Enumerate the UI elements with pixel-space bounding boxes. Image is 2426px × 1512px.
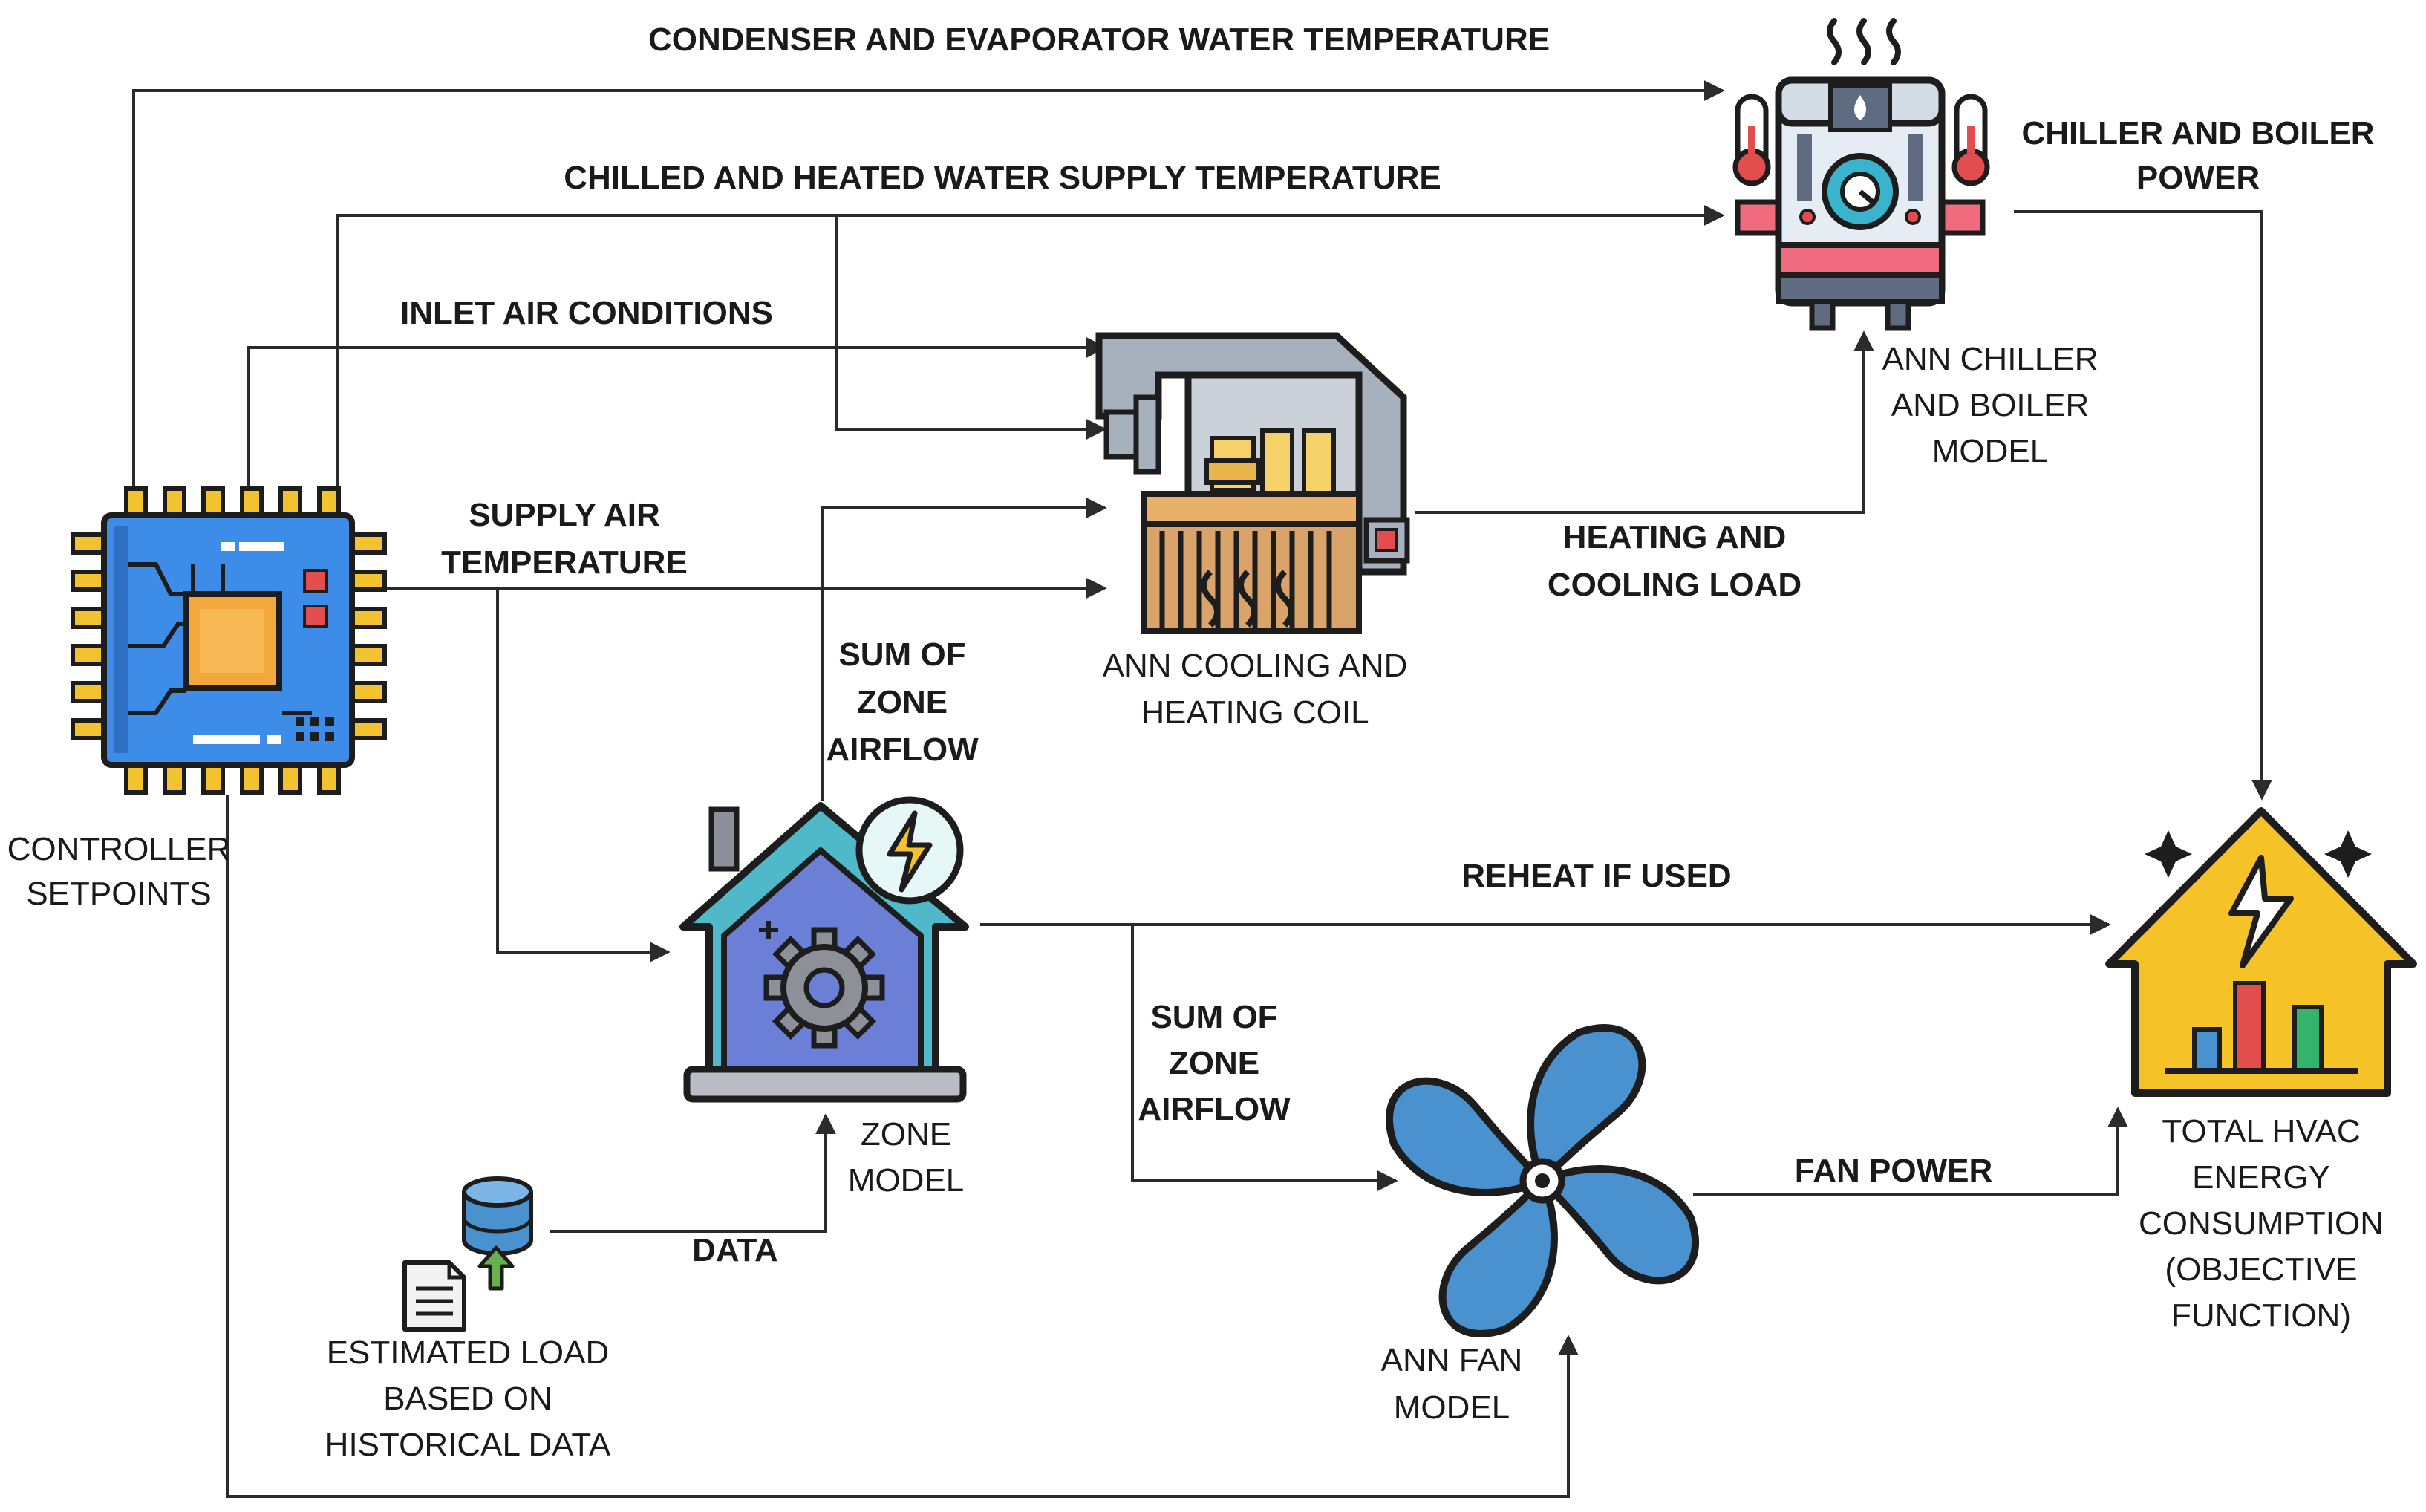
gear-icon	[763, 927, 885, 1049]
cooling-heating-coil-icon	[1095, 332, 1410, 634]
edge-chilled-to-coil	[835, 215, 1107, 440]
connectors	[132, 80, 2272, 1498]
estimated-label-line3: HISTORICAL DATA	[325, 1427, 611, 1463]
zone-label-line1: ZONE	[860, 1116, 952, 1153]
total-label-line3: CONSUMPTION	[2139, 1205, 2384, 1242]
edge-sum-zone-airflow-to-coil	[821, 498, 1107, 801]
label-supply-air-line2: TEMPERATURE	[441, 544, 688, 581]
estimated-label-line2: BASED ON	[383, 1381, 552, 1417]
label-supply-air-line1: SUPPLY AIR	[469, 497, 660, 533]
edge-inlet-air	[247, 337, 1107, 490]
edge-chiller-boiler-power	[2014, 210, 2272, 801]
chiller-label-line3: MODEL	[1931, 433, 2049, 469]
fan-label-line1: ANN FAN	[1380, 1342, 1523, 1378]
energy-house-icon	[2105, 807, 2417, 1097]
chiller-label-line2: AND BOILER	[1891, 387, 2090, 423]
label-sum-zone-a-line3: AIRFLOW	[826, 731, 979, 768]
label-reheat: REHEAT IF USED	[1461, 858, 1732, 894]
boiler-icon	[1732, 18, 1990, 331]
zone-label-line2: MODEL	[847, 1162, 965, 1199]
label-chiller-boiler-power-line2: POWER	[2136, 160, 2260, 196]
label-chilled-heated-supply: CHILLED AND HEATED WATER SUPPLY TEMPERAT…	[564, 160, 1441, 196]
coil-label-line2: HEATING COIL	[1141, 694, 1369, 731]
label-sum-zone-b-line3: AIRFLOW	[1138, 1091, 1291, 1127]
edge-chilled-heated-supply	[336, 205, 1725, 490]
label-inlet-air: INLET AIR CONDITIONS	[400, 295, 773, 331]
label-chiller-boiler-power-line1: CHILLER AND BOILER	[2021, 115, 2375, 151]
label-data: DATA	[692, 1232, 778, 1268]
total-label-line5: FUNCTION)	[2171, 1297, 2351, 1334]
total-label-line1: TOTAL HVAC	[2162, 1113, 2361, 1150]
document-icon	[402, 1260, 466, 1332]
total-label-line2: ENERGY	[2192, 1159, 2330, 1196]
label-sum-zone-a-line1: SUM OF	[838, 636, 966, 673]
fan-label-line2: MODEL	[1393, 1389, 1510, 1426]
label-sum-zone-a-line2: ZONE	[856, 684, 948, 720]
label-fan-power: FAN POWER	[1794, 1153, 1993, 1189]
chiller-label-line1: ANN CHILLER	[1882, 341, 2099, 377]
label-sum-zone-b-line2: ZONE	[1168, 1045, 1260, 1081]
edge-sum-zone-airflow-to-fan	[1131, 925, 1398, 1191]
edge-heating-cooling-load	[1415, 330, 1874, 514]
total-label-line4: (OBJECTIVE	[2165, 1251, 2358, 1288]
label-heating-cooling-line1: HEATING AND	[1562, 519, 1787, 555]
database-icon	[462, 1176, 533, 1291]
estimated-label-line1: ESTIMATED LOAD	[326, 1335, 610, 1371]
smart-house-icon	[679, 796, 969, 1103]
controller-label-line1: CONTROLLER	[7, 831, 231, 867]
edge-supply-air-to-zone	[496, 588, 671, 962]
label-heating-cooling-line2: COOLING LOAD	[1547, 567, 1802, 603]
controller-label-line2: SETPOINTS	[26, 876, 212, 912]
coil-label-line1: ANN COOLING AND	[1102, 648, 1408, 684]
edge-condenser-evaporator	[132, 80, 1725, 490]
fan-icon	[1386, 1024, 1699, 1337]
edge-data	[550, 1113, 836, 1233]
microchip-icon	[71, 486, 387, 795]
edge-fan-power	[1693, 1107, 2128, 1196]
label-condenser-evaporator: CONDENSER AND EVAPORATOR WATER TEMPERATU…	[648, 22, 1551, 58]
label-sum-zone-b-line1: SUM OF	[1150, 999, 1278, 1035]
edge-controller-to-fan	[226, 795, 1579, 1498]
